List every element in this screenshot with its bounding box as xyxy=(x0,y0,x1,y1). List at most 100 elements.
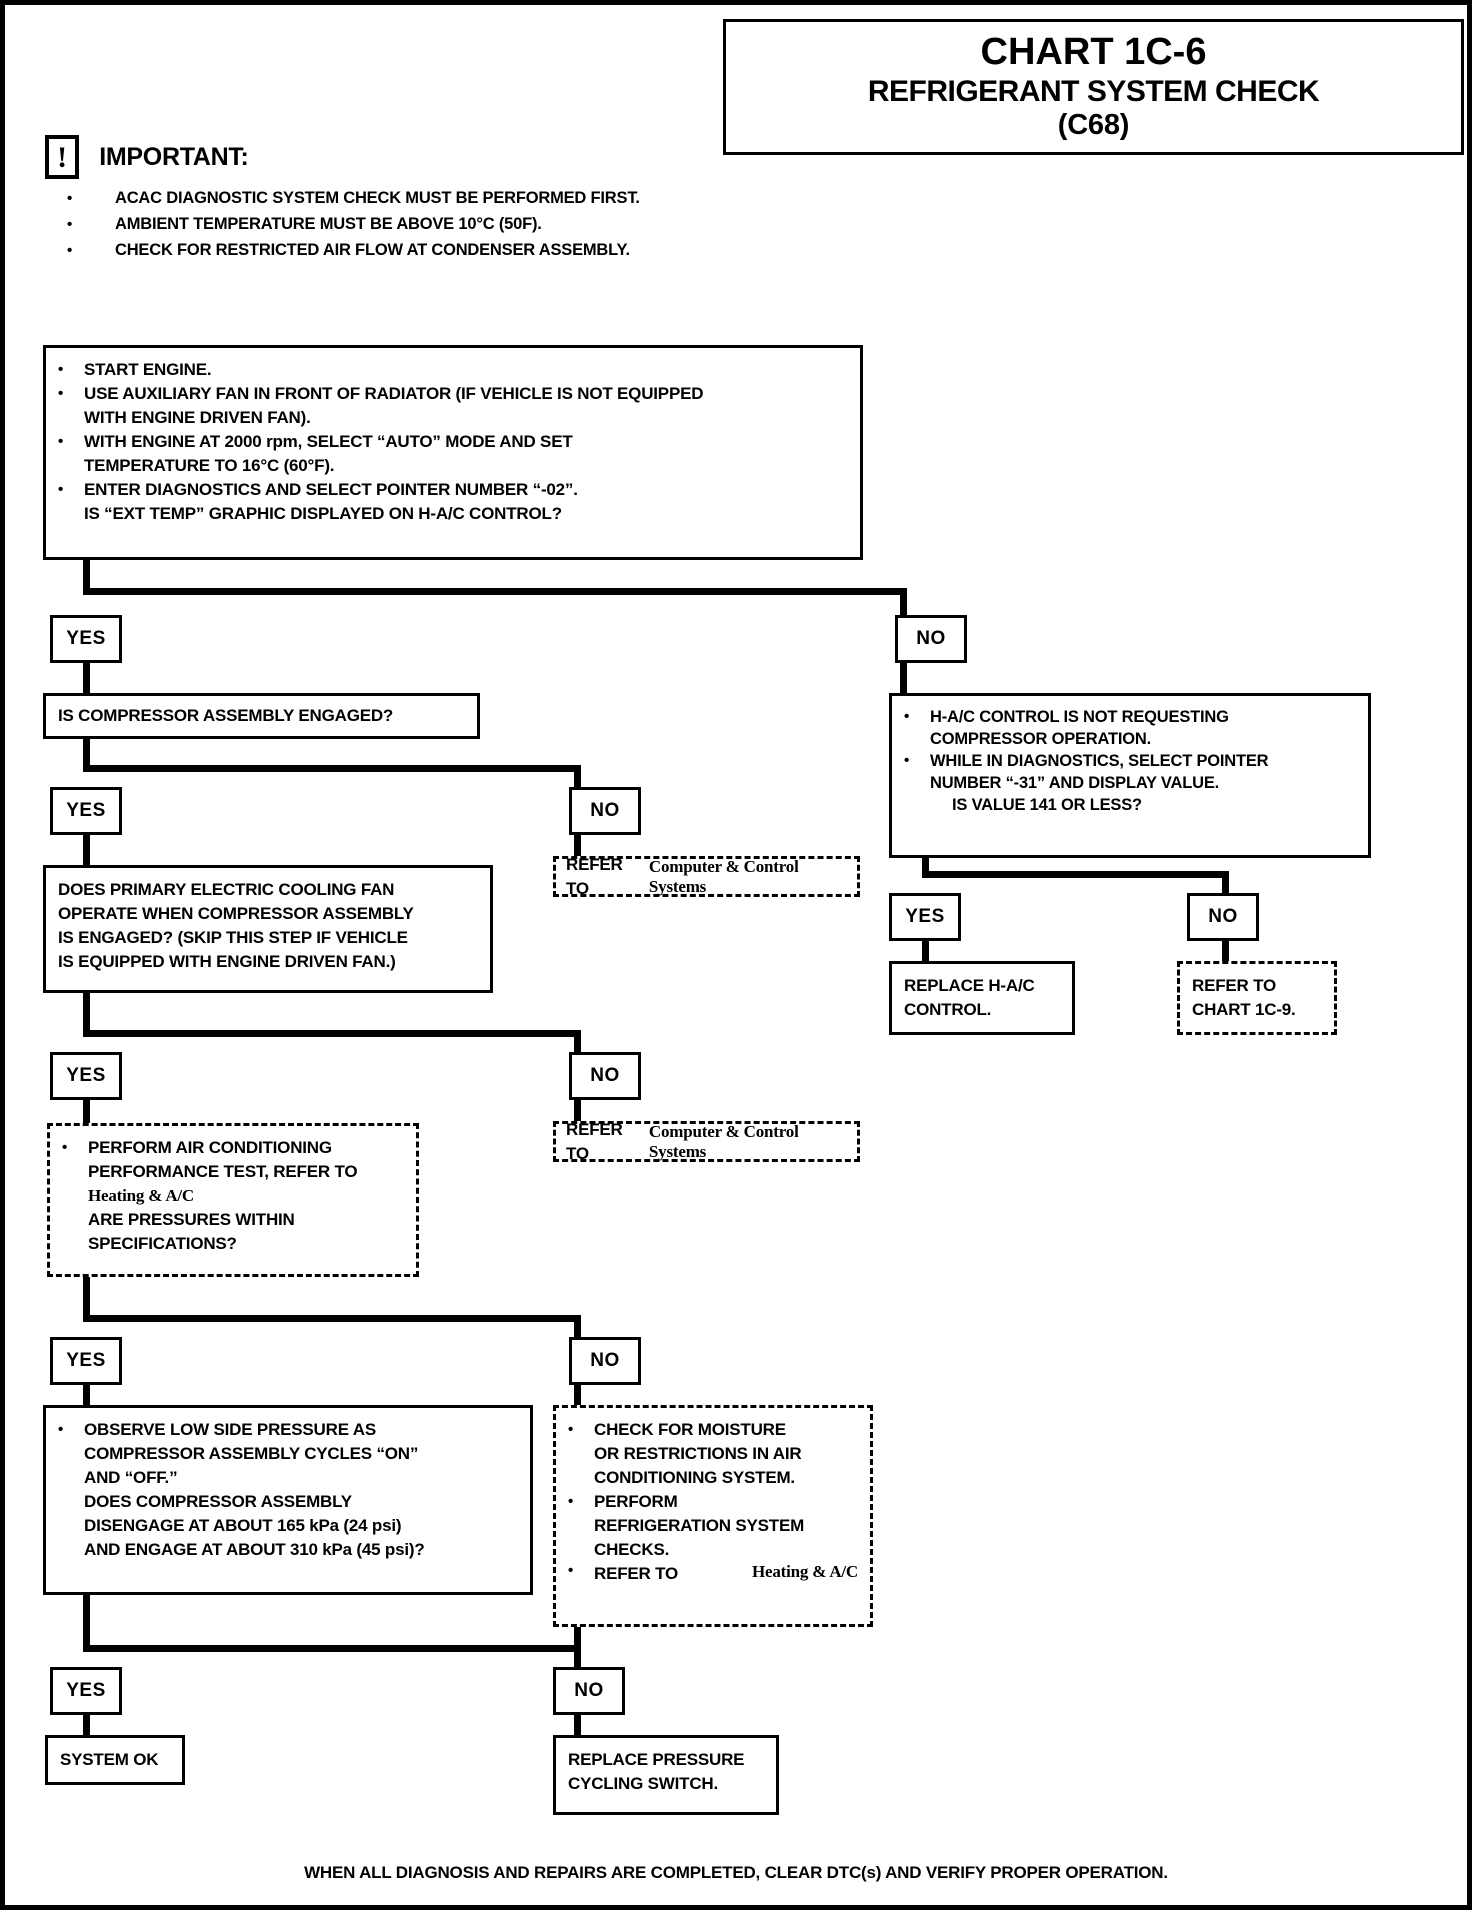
node-hac-not-requesting: • H-A/C CONTROL IS NOT REQUESTING COMPRES… xyxy=(889,693,1371,858)
node-line: • PERFORM AIR CONDITIONING xyxy=(62,1136,404,1160)
node-line: PERFORMANCE TEST, REFER TO xyxy=(62,1160,404,1184)
bullet-icon: • xyxy=(67,190,73,207)
node-line-text: PERFORM AIR CONDITIONING xyxy=(88,1138,332,1157)
node-line-text: CHART 1C-9. xyxy=(1192,1000,1296,1019)
start-line-text: WITH ENGINE AT 2000 rpm, SELECT “AUTO” M… xyxy=(84,432,573,451)
connector-v xyxy=(574,765,581,787)
branch-no-1: NO xyxy=(895,615,967,663)
start-line-text: USE AUXILIARY FAN IN FRONT OF RADIATOR (… xyxy=(84,384,704,403)
connector-h xyxy=(83,765,581,772)
connector-h xyxy=(922,871,1229,878)
node-line: DOES COMPRESSOR ASSEMBLY xyxy=(58,1490,518,1514)
node-line-text: CONTROL. xyxy=(904,1000,992,1019)
important-label: IMPORTANT: xyxy=(99,142,249,171)
node-refer-computer-control-1: REFER TO Computer & Control Systems xyxy=(553,855,860,898)
node-line-text: CHECKS. xyxy=(594,1540,670,1559)
refer-target: Computer & Control Systems xyxy=(648,1121,799,1161)
node-line-text: IS EQUIPPED WITH ENGINE DRIVEN FAN.) xyxy=(58,952,396,971)
bullet-icon: • xyxy=(904,708,910,725)
node-line: IS VALUE 141 OR LESS? xyxy=(904,794,1356,816)
bullet-icon: • xyxy=(58,433,64,450)
node-line-text: REPLACE PRESSURE xyxy=(568,1750,745,1769)
connector-v xyxy=(83,835,90,867)
important-item-text: CHECK FOR RESTRICTED AIR FLOW AT CONDENS… xyxy=(115,241,630,259)
node-line-text: CHECK FOR MOISTURE xyxy=(594,1420,786,1439)
branch-no-2: NO xyxy=(569,787,641,835)
connector-v xyxy=(1222,871,1229,893)
connector-v xyxy=(83,1100,90,1125)
important-item: • ACAC DIAGNOSTIC SYSTEM CHECK MUST BE P… xyxy=(57,187,705,210)
node-line-text: OR RESTRICTIONS IN AIR xyxy=(594,1444,802,1463)
node-line-text: REFER TO xyxy=(1192,976,1277,995)
node-line: • H-A/C CONTROL IS NOT REQUESTING xyxy=(904,706,1356,728)
connector-h xyxy=(83,1030,581,1037)
start-line-text: START ENGINE. xyxy=(84,360,212,379)
node-line-text: ARE PRESSURES WITHIN xyxy=(88,1210,295,1229)
branch-no-hac: NO xyxy=(1187,893,1259,941)
bullet-icon: • xyxy=(58,385,64,402)
connector-v xyxy=(574,1627,581,1667)
refer-prefix: REFER TO xyxy=(566,1119,623,1163)
bullet-icon: • xyxy=(568,1562,574,1579)
node-replace-hac-control: REPLACE H-A/C CONTROL. xyxy=(889,961,1075,1035)
bullet-icon: • xyxy=(568,1421,574,1438)
branch-label: NO xyxy=(574,1680,604,1701)
connector-v xyxy=(83,1277,90,1322)
bullet-icon: • xyxy=(62,1139,68,1156)
important-item: • AMBIENT TEMPERATURE MUST BE ABOVE 10°C… xyxy=(57,213,705,236)
bullet-icon: • xyxy=(904,752,910,769)
branch-label: YES xyxy=(66,628,106,649)
connector-v xyxy=(83,1715,90,1741)
start-line-text: WITH ENGINE DRIVEN FAN). xyxy=(84,408,311,427)
node-line-text: OBSERVE LOW SIDE PRESSURE AS xyxy=(84,1420,376,1439)
node-line: REFRIGERATION SYSTEM xyxy=(568,1514,858,1538)
node-refer-chart-1c9: REFER TO CHART 1C-9. xyxy=(1177,961,1337,1035)
node-system-ok: SYSTEM OK xyxy=(45,1735,185,1785)
important-item-text: ACAC DIAGNOSTIC SYSTEM CHECK MUST BE PER… xyxy=(115,189,640,207)
refer-target: Heating & A/C xyxy=(88,1186,195,1205)
node-line-text: H-A/C CONTROL IS NOT REQUESTING xyxy=(930,708,1229,726)
node-line: • WHILE IN DIAGNOSTICS, SELECT POINTER xyxy=(904,750,1356,772)
start-line: •ENTER DIAGNOSTICS AND SELECT POINTER NU… xyxy=(58,478,848,502)
node-line-text: NUMBER “-31” AND DISPLAY VALUE. xyxy=(930,774,1220,792)
node-line-text: OPERATE WHEN COMPRESSOR ASSEMBLY xyxy=(58,904,414,923)
node-line: COMPRESSOR ASSEMBLY CYCLES “ON” xyxy=(58,1442,518,1466)
start-line-text: TEMPERATURE TO 16°C (60°F). xyxy=(84,456,335,475)
connector-h xyxy=(83,1645,581,1652)
refer-target: Heating & A/C xyxy=(751,1562,858,1581)
node-line-text: COMPRESSOR OPERATION. xyxy=(930,730,1152,748)
node-text: SYSTEM OK xyxy=(60,1750,159,1769)
connector-v xyxy=(574,835,581,860)
connector-v xyxy=(83,1595,90,1652)
connector-v xyxy=(574,1030,581,1052)
connector-v xyxy=(574,1315,581,1337)
footer-note: WHEN ALL DIAGNOSIS AND REPAIRS ARE COMPL… xyxy=(5,1863,1467,1883)
node-line: NUMBER “-31” AND DISPLAY VALUE. xyxy=(904,772,1356,794)
connector-h xyxy=(83,1315,581,1322)
node-line-text: WHILE IN DIAGNOSTICS, SELECT POINTER xyxy=(930,752,1269,770)
branch-yes-5: YES xyxy=(50,1667,122,1715)
connector-v xyxy=(900,588,907,615)
footer-text: WHEN ALL DIAGNOSIS AND REPAIRS ARE COMPL… xyxy=(304,1863,1168,1882)
node-line: • REFER TO Heating & A/C xyxy=(568,1562,858,1586)
node-line: •PERFORM xyxy=(568,1490,858,1514)
chart-subtitle: (C68) xyxy=(1057,109,1130,141)
connector-v xyxy=(574,1385,581,1411)
connector-v xyxy=(83,1385,90,1411)
branch-yes-4: YES xyxy=(50,1337,122,1385)
refer-prefix: REFER TO xyxy=(594,1564,679,1583)
bullet-icon: • xyxy=(568,1493,574,1510)
branch-label: YES xyxy=(905,906,945,927)
node-line-text: CONDITIONING SYSTEM. xyxy=(594,1468,795,1487)
node-compressor-engaged: IS COMPRESSOR ASSEMBLY ENGAGED? xyxy=(43,693,480,739)
branch-label: YES xyxy=(66,1350,106,1371)
node-line: •OBSERVE LOW SIDE PRESSURE AS xyxy=(58,1418,518,1442)
node-line: Heating & A/C xyxy=(62,1184,404,1208)
node-line-text: REFRIGERATION SYSTEM xyxy=(594,1516,805,1535)
node-line-text: IS ENGAGED? (SKIP THIS STEP IF VEHICLE xyxy=(58,928,408,947)
connector-v xyxy=(574,1100,581,1125)
connector-v xyxy=(922,858,929,878)
node-line: DISENGAGE AT ABOUT 165 kPa (24 psi) xyxy=(58,1514,518,1538)
node-line: AND “OFF.” xyxy=(58,1466,518,1490)
